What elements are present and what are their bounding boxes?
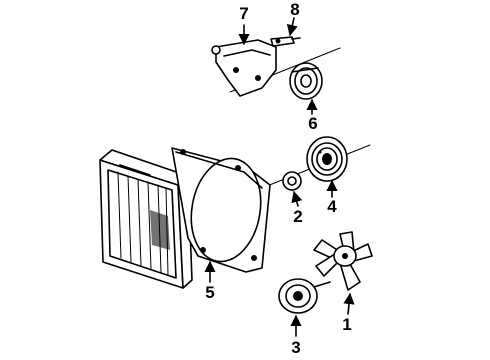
callout-1: 1 bbox=[342, 315, 351, 334]
callout-5: 5 bbox=[205, 283, 214, 302]
fan-clutch[interactable] bbox=[278, 278, 331, 314]
radiator[interactable] bbox=[99, 149, 193, 289]
fan-spacer[interactable] bbox=[282, 171, 302, 191]
callout-6: 6 bbox=[308, 114, 317, 133]
callout-7: 7 bbox=[239, 4, 248, 23]
bracket-bolt[interactable] bbox=[270, 36, 301, 47]
idler-pulley[interactable] bbox=[289, 62, 323, 100]
callout-labels: 7 8 6 4 2 5 3 1 bbox=[205, 0, 351, 357]
callout-3: 3 bbox=[291, 338, 300, 357]
fan-blade[interactable] bbox=[313, 231, 373, 291]
callout-2: 2 bbox=[293, 207, 302, 226]
callout-8: 8 bbox=[290, 0, 299, 19]
leader-lines bbox=[204, 17, 355, 337]
water-pump-pulley[interactable] bbox=[306, 136, 348, 182]
fan-shroud[interactable] bbox=[171, 147, 271, 273]
callout-4: 4 bbox=[327, 197, 337, 216]
idler-bracket[interactable] bbox=[211, 39, 277, 97]
